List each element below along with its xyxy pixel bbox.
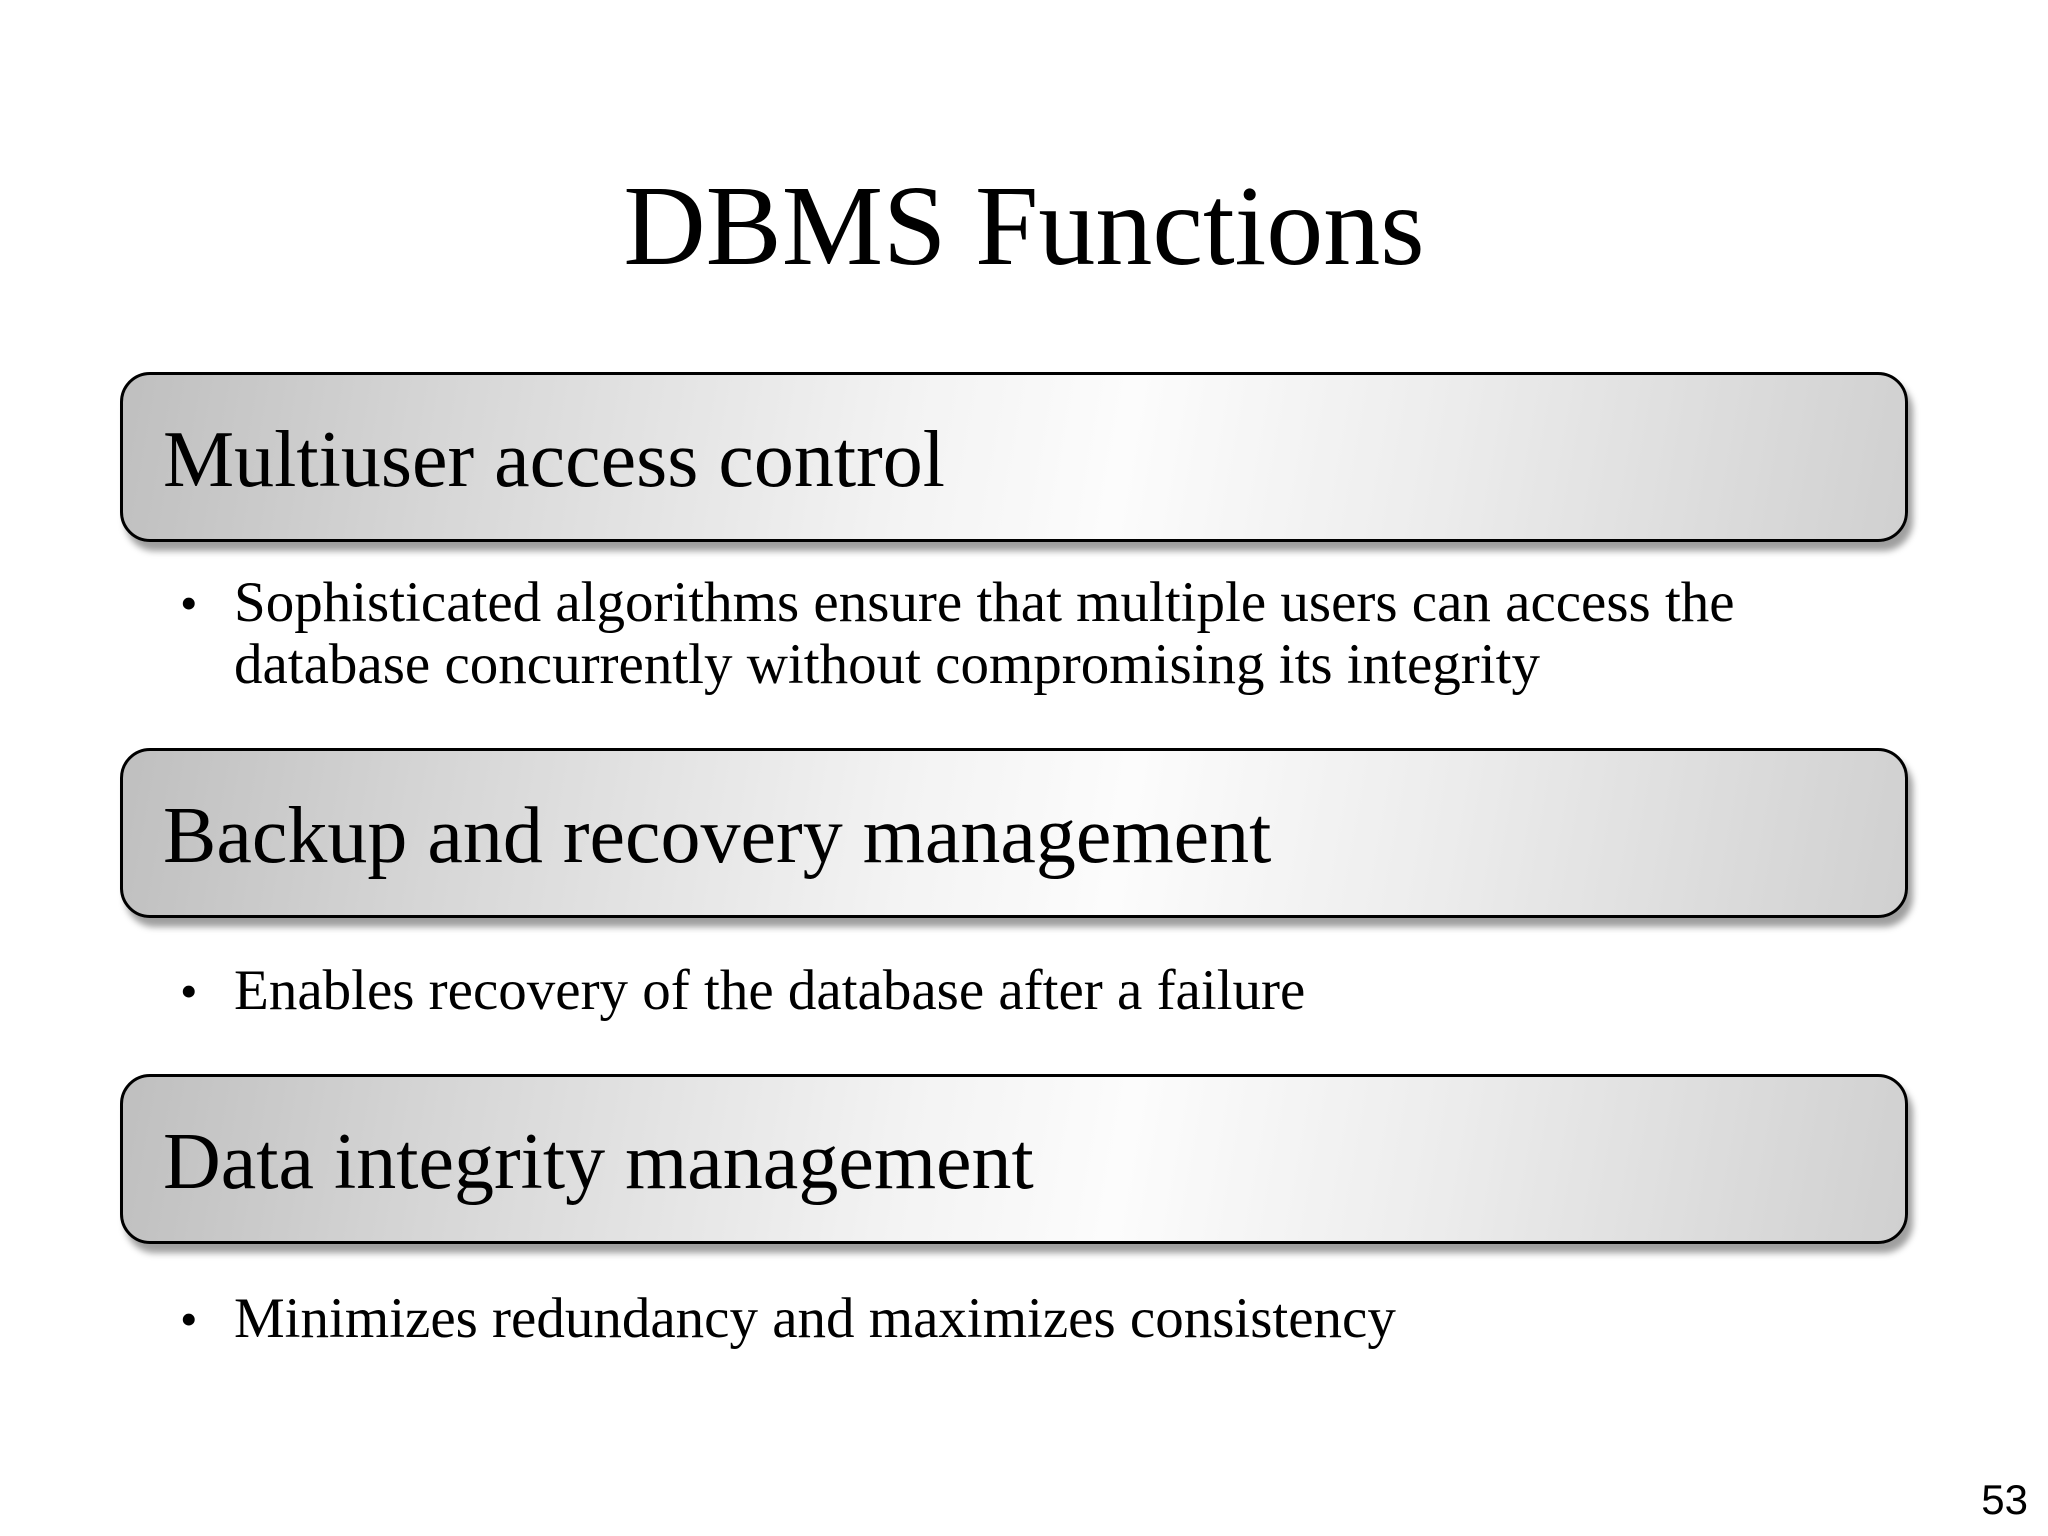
bullet-text: Minimizes redundancy and maximizes consi… [234, 1287, 1396, 1350]
section-header-data-integrity-management: Data integrity management [120, 1074, 1908, 1244]
bullet-text: Enables recovery of the database after a… [234, 959, 1306, 1022]
slide-page-number: 53 [1981, 1476, 2028, 1523]
section-heading-label: Data integrity management [163, 1117, 1034, 1206]
page-title: DBMS Functions [623, 162, 1425, 289]
bullet-dot-icon: • [180, 1291, 198, 1347]
bullet-text: Sophisticated algorithms ensure that mul… [234, 571, 1735, 696]
section-header-backup-and-recovery-management: Backup and recovery management [120, 748, 1908, 918]
bullet-dot-icon: • [180, 575, 198, 631]
bullet-dot-icon: • [180, 963, 198, 1019]
section-header-multiuser-access-control: Multiuser access control [120, 372, 1908, 542]
section-heading-label: Backup and recovery management [163, 791, 1272, 880]
bullet-item: • Enables recovery of the database after… [180, 960, 1305, 1022]
section-heading-label: Multiuser access control [163, 415, 945, 504]
bullet-item: • Minimizes redundancy and maximizes con… [180, 1288, 1396, 1350]
bullet-item: • Sophisticated algorithms ensure that m… [180, 572, 1794, 696]
